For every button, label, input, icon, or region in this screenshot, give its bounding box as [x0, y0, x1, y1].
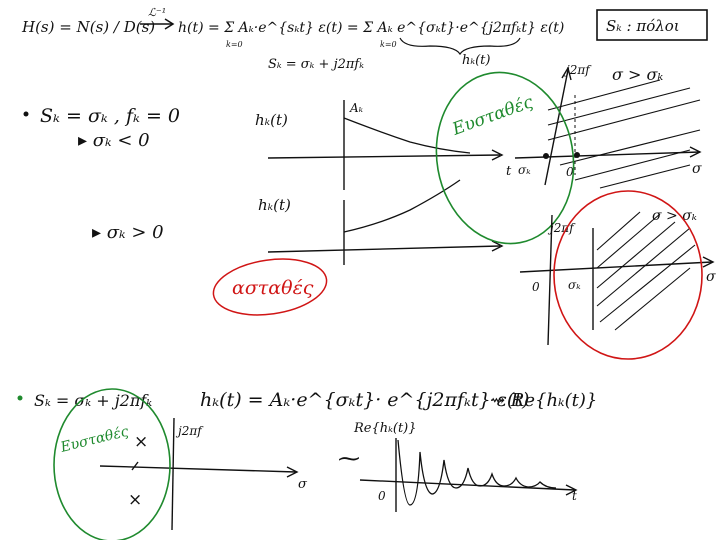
re-plot-time-arrow: [565, 484, 578, 496]
inverse-laplace-label: ℒ⁻¹: [148, 6, 166, 19]
splane2-region: σ > σₖ: [652, 208, 697, 224]
unstable-label: ασταθές: [232, 277, 314, 299]
splane2-j-label: j2πf: [547, 221, 576, 235]
re-plot-time-axis: [359, 479, 576, 491]
splane2-j-axis: [547, 214, 553, 346]
splane1-sigma-arrow: [689, 146, 702, 158]
pole-mark-2: [574, 152, 580, 158]
splane1-j-axis: [544, 69, 569, 186]
laplace-arrow-head: [164, 18, 175, 30]
brace-label: hₖ(t): [462, 53, 490, 68]
splane2-sigma-label: σ: [706, 269, 716, 285]
splane1-j-arrow: [561, 66, 572, 81]
grow-time-arrow-head: [491, 240, 504, 252]
pole-mark-1: [543, 153, 549, 159]
bullet-2: [17, 395, 23, 401]
splane3-sigma-arrow: [286, 466, 299, 478]
pole-tick: [131, 461, 139, 471]
impulse-response: h(t) = Σ Aₖ·e^{sₖt} ε(t) = Σ Aₖ e^{σₖt}·…: [178, 20, 564, 36]
unstable-circle: [553, 190, 703, 360]
splane2-sigma-axis: [519, 261, 713, 273]
underbrace: [399, 37, 521, 56]
splane2-sigmak: σₖ: [568, 278, 581, 292]
case2-formula: hₖ(t) = Aₖ·e^{σₖt}· e^{j2πfₖt} ε(t): [200, 389, 529, 411]
case2-real-part: ⇝ Re{hₖ(t)}: [490, 390, 597, 411]
grow-curve: [343, 179, 461, 233]
splane2-hatching: [596, 211, 696, 331]
bullet-1: [23, 111, 29, 117]
splane1-region: σ > σₖ: [612, 65, 663, 84]
splane1-j-label: j2πf: [563, 63, 592, 77]
splane1-hatching: [547, 79, 701, 189]
grow-time-axis: [267, 245, 501, 253]
decay-curve: [343, 117, 471, 154]
decay-time-axis: [267, 154, 501, 159]
sum-limit-bottom-2: k=0: [380, 40, 397, 49]
stable-circle-2: [53, 388, 171, 540]
re-plot-label: Re{hₖ(t)}: [353, 421, 417, 436]
transfer-function: H(s) = N(s) / D(s): [21, 18, 155, 36]
decay-t-label: t: [506, 164, 512, 179]
pole-x-upper: ×: [134, 432, 148, 452]
splane1-origin: 0: [566, 165, 574, 179]
stable-circle-1: [435, 71, 575, 245]
splane3-sigma-axis: [99, 465, 297, 473]
splane3-sigma-label: σ: [298, 477, 308, 492]
grow-plot-label: hₖ(t): [258, 196, 291, 214]
sum-limit-bottom-1: k=0: [226, 40, 243, 49]
unstable-ellipse: [212, 258, 328, 316]
splane3-j-axis: [171, 417, 175, 531]
splane2-sigma-arrow: [702, 256, 715, 268]
case2-bullet: Sₖ = σₖ + j2πfₖ: [34, 391, 152, 410]
stable-label-2: Ευσταθές: [58, 423, 130, 457]
splane1-sigma-label: σ: [692, 161, 702, 177]
decay-time-arrow-head: [491, 149, 504, 161]
splane1-sigmak: σₖ: [518, 163, 531, 177]
re-plot-origin: 0: [378, 489, 386, 503]
squiggle: ⁓: [338, 447, 360, 472]
decay-plot-label: hₖ(t): [255, 111, 288, 129]
re-plot-t-label: t: [572, 489, 577, 503]
poles-box: [596, 9, 708, 41]
splane2-origin: 0: [532, 280, 540, 294]
pole-definition: Sₖ = σₖ + j2πfₖ: [268, 57, 364, 72]
poles-box-label: Sₖ : πόλοι: [606, 17, 680, 35]
case1-bullet: Sₖ = σₖ , fₖ = 0: [40, 105, 180, 127]
amplitude-label: Aₖ: [349, 101, 364, 115]
splane3-j-label: j2πf: [175, 424, 204, 438]
case1-sub1: ▸ σₖ < 0: [78, 130, 150, 151]
damped-oscillation: [397, 439, 557, 506]
pole-x-lower: ×: [128, 490, 142, 510]
case1-sub2: ▸ σₖ > 0: [92, 222, 164, 243]
stable-label-1: Ευσταθές: [449, 92, 536, 140]
